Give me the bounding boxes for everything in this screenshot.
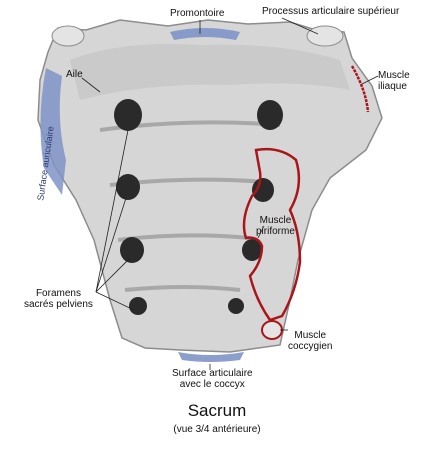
label-muscle-iliaque-line1: Muscle bbox=[378, 70, 410, 81]
label-muscle-piriforme-line1: Muscle bbox=[259, 215, 292, 226]
label-muscle-iliaque: Muscle iliaque bbox=[378, 70, 410, 92]
auricular-surface bbox=[40, 68, 66, 195]
diagram-subtitle: (vue 3/4 antérieure) bbox=[173, 424, 261, 435]
promontory-surface bbox=[170, 28, 240, 40]
leader-foramen-2 bbox=[95, 197, 127, 293]
coccygeus-outline bbox=[261, 320, 283, 340]
label-muscle-piriforme: Muscle piriforme bbox=[256, 215, 295, 237]
iliac-muscle-outline bbox=[350, 65, 370, 113]
foramen-left-2 bbox=[116, 174, 140, 200]
foramen-left-1 bbox=[114, 99, 142, 131]
bone-shading bbox=[70, 44, 350, 100]
label-foramens-line1: Foramens bbox=[35, 288, 81, 299]
label-foramens-line2: sacrés pelviens bbox=[24, 299, 93, 310]
coccyx-surface bbox=[178, 352, 244, 362]
foramen-right-4 bbox=[228, 298, 244, 314]
label-muscle-coccygien-line2: coccygien bbox=[288, 341, 333, 352]
label-foramens: Foramens sacrés pelviens bbox=[24, 288, 93, 310]
label-promontoire: Promontoire bbox=[170, 8, 225, 19]
label-surface-coccyx-line1: Surface articulaire bbox=[172, 368, 253, 379]
bone-ridge-4 bbox=[124, 285, 241, 292]
foramen-right-1 bbox=[257, 100, 283, 130]
label-muscle-coccygien-line1: Muscle bbox=[294, 330, 327, 341]
leader-piriforme bbox=[257, 225, 265, 239]
articular-process-left bbox=[51, 25, 85, 47]
leader-foramen-3 bbox=[95, 257, 131, 293]
leader-aile bbox=[81, 77, 101, 93]
articular-process-right bbox=[306, 25, 344, 47]
foramen-left-4 bbox=[129, 297, 147, 315]
diagram-title: Sacrum bbox=[187, 401, 247, 420]
piriformis-outline bbox=[242, 147, 302, 322]
label-processus-articulaire: Processus articulaire supérieur bbox=[262, 6, 400, 17]
foramen-right-3 bbox=[242, 239, 262, 261]
label-aile: Aile bbox=[66, 69, 83, 80]
leader-foramen-1 bbox=[95, 129, 129, 293]
foramen-right-2 bbox=[252, 178, 274, 202]
leader-processus bbox=[281, 17, 319, 35]
foramen-left-3 bbox=[120, 237, 144, 263]
label-muscle-iliaque-line2: iliaque bbox=[378, 81, 407, 92]
label-surface-coccyx-line2: avec le coccyx bbox=[179, 379, 245, 390]
label-muscle-coccygien: Muscle coccygien bbox=[288, 330, 332, 352]
leader-iliaque bbox=[361, 75, 379, 85]
label-surface-coccyx: Surface articulaire avec le coccyx bbox=[172, 368, 253, 390]
label-muscle-piriforme-line2: piriforme bbox=[256, 226, 295, 237]
leader-foramen-4 bbox=[95, 291, 135, 311]
